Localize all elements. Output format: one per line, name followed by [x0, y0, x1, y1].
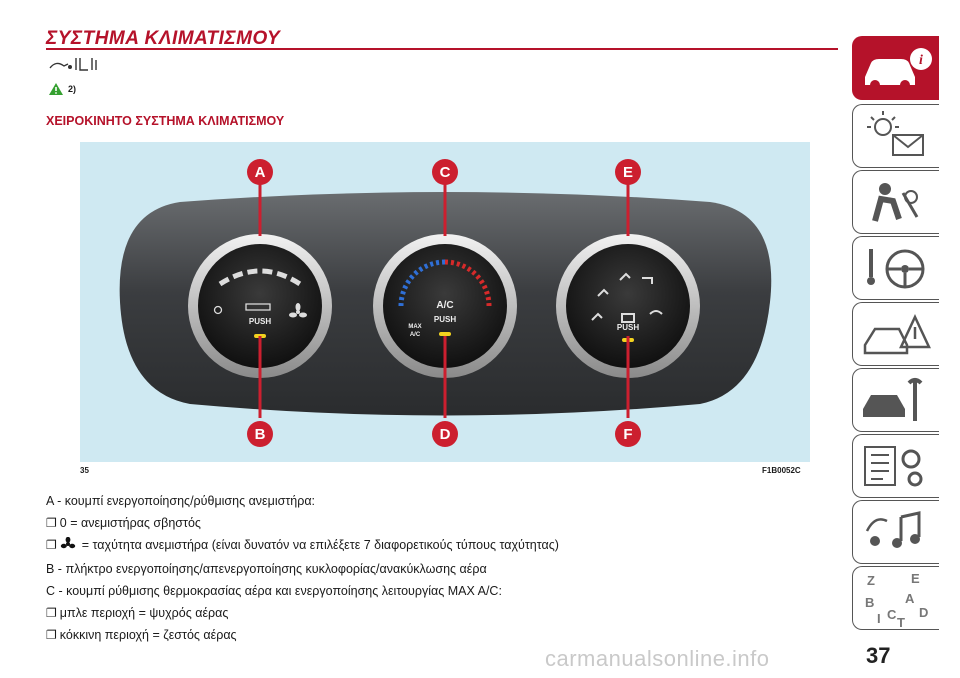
tab-index[interactable]: Z E B A C D I T	[852, 566, 939, 630]
knob-c: A/C PUSH MAX A/C	[373, 234, 517, 378]
tab-specs[interactable]	[852, 434, 939, 498]
figure-code: F1B0052C	[762, 466, 801, 475]
tab-multimedia[interactable]	[852, 500, 939, 564]
bullet-box: ❐	[46, 538, 57, 552]
ac-label: A/C	[436, 300, 453, 311]
page-title: ΣΥΣΤΗΜΑ ΚΛΙΜΑΤΙΣΜΟΥ	[46, 28, 281, 49]
push-label-a: PUSH	[249, 317, 271, 326]
fan-off-text: 0 = ανεμιστήρας σβηστός	[59, 516, 201, 530]
body-text: A - κουμπί ενεργοποίησης/ρύθμισης ανεμισ…	[46, 492, 836, 648]
tab-warning-lights[interactable]	[852, 104, 939, 168]
fan-speed-text: = ταχύτητα ανεμιστήρα (είναι δυνατόν να …	[81, 538, 559, 552]
tab-steering[interactable]	[852, 236, 939, 300]
item-a: A - κουμπί ενεργοποίησης/ρύθμισης ανεμισ…	[46, 494, 316, 508]
red-zone-text: κόκκινη περιοχή = ζεστός αέρας	[59, 628, 237, 642]
warning-lights-icon	[867, 111, 924, 156]
emergency-icon	[863, 314, 931, 355]
index-letter: E	[911, 571, 920, 586]
index-letter: T	[897, 615, 905, 629]
tab-car-info[interactable]: i	[852, 36, 939, 100]
title-rule	[46, 48, 838, 50]
watermark: carmanualsonline.info	[545, 646, 770, 671]
index-letter: A	[905, 591, 915, 606]
section-subtitle: ΧΕΙΡΟΚΙΝΗΤΟ ΣΥΣΤΗΜΑ ΚΛΙΜΑΤΙΣΜΟΥ	[46, 114, 285, 128]
blue-zone-line: ❐μπλε περιοχή = ψυχρός αέρας	[46, 604, 836, 622]
blue-zone-text: μπλε περιοχή = ψυχρός αέρας	[59, 606, 229, 620]
callout-a: A	[255, 164, 266, 181]
max-label: MAX	[408, 324, 421, 330]
callout-d: D	[440, 426, 451, 443]
tab-emergency[interactable]	[852, 302, 939, 366]
index-letter: B	[865, 595, 874, 610]
warning-ref-text: 2)	[68, 84, 77, 94]
fan-settings-icon	[49, 58, 97, 71]
symbol-icons	[48, 56, 108, 79]
red-zone-line: ❐κόκκινη περιοχή = ζεστός αέρας	[46, 626, 836, 644]
push-label-c: PUSH	[434, 315, 456, 324]
safety-icon	[872, 183, 919, 222]
callout-c: C	[440, 164, 451, 181]
index-letter: Z	[867, 573, 875, 588]
figure-climate-panel: PUSH A/C PUSH MAX A/C PUSH	[80, 142, 810, 462]
tab-safety[interactable]	[852, 170, 939, 234]
index-letter: C	[887, 607, 897, 622]
svg-text:i: i	[919, 53, 923, 68]
warning-triangle-icon	[49, 83, 63, 95]
tab-maintenance[interactable]	[852, 368, 939, 432]
climate-panel-illustration: PUSH A/C PUSH MAX A/C PUSH	[119, 159, 772, 447]
push-label-e: PUSH	[617, 323, 639, 332]
knob-e: PUSH	[556, 234, 700, 378]
fan-icon	[60, 536, 76, 556]
specs-icon	[864, 446, 923, 487]
bullet-box: ❐	[46, 606, 57, 620]
knob-a: PUSH	[188, 234, 332, 378]
fan-speed-line: ❐ = ταχύτητα ανεμιστήρα (είναι δυνατόν να…	[46, 536, 836, 556]
index-letter: D	[919, 605, 928, 620]
index-icon: Z E B A C D I T	[865, 571, 928, 630]
max-ac-label: A/C	[410, 332, 421, 338]
page-number: 37	[866, 643, 891, 668]
bullet-box: ❐	[46, 516, 57, 530]
item-c: C - κουμπί ρύθμισης θερμοκρασίας αέρα κα…	[46, 584, 502, 598]
callout-f: F	[623, 426, 632, 443]
figure-number: 35	[80, 466, 89, 475]
fan-off-line: ❐0 = ανεμιστήρας σβηστός	[46, 514, 836, 532]
callout-e: E	[623, 164, 633, 181]
car-info-icon: i	[865, 48, 932, 90]
item-b: B - πλήκτρο ενεργοποίησης/απενεργοποίηση…	[46, 562, 487, 576]
multimedia-icon	[865, 511, 921, 548]
warning-ref: 2)	[48, 82, 76, 96]
index-letter: I	[877, 611, 881, 626]
steering-wheel-icon	[867, 249, 925, 289]
bullet-box: ❐	[46, 628, 57, 642]
maintenance-icon	[863, 378, 923, 421]
callout-b: B	[255, 426, 266, 443]
